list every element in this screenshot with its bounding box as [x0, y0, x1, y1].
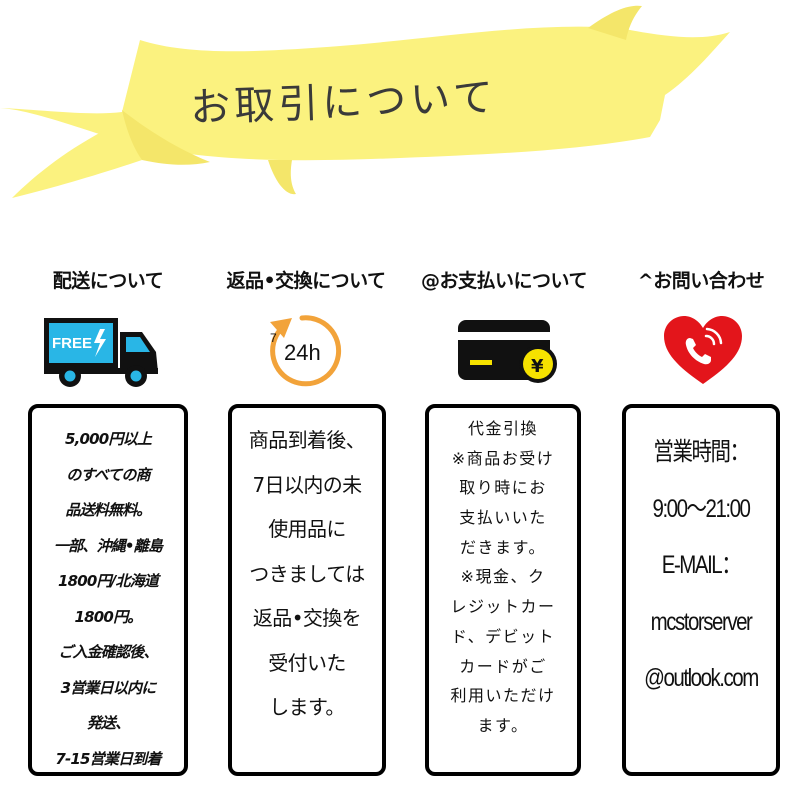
returns-line: 受付いた [268, 650, 346, 675]
ribbon-tail-right [268, 160, 296, 195]
returns-line: 使用品に [268, 517, 346, 541]
delivery-line: ご入金確認後、 [58, 643, 158, 661]
delivery-line: 発送、 [86, 714, 130, 732]
delivery-line: 1800円/北海道 [57, 572, 159, 590]
payment-line: だきます。 [460, 537, 546, 557]
payment-line: 利用いただけ [450, 686, 556, 706]
contact-line: 営業時間： [653, 438, 750, 466]
payment-line: 支払いいた [459, 508, 547, 528]
payment-line: ※現金、ク [460, 567, 546, 587]
clock-small-text: 7 [270, 331, 277, 345]
returns-line: 返品•交換を [252, 606, 362, 630]
delivery-line: のすべての商 [66, 465, 150, 484]
returns-line: 7日以内の未 [252, 472, 362, 497]
contact-line: 9:00～21:00 [652, 494, 751, 523]
clock-24h-text: 24h [284, 340, 321, 365]
contact-icon-wrap [660, 312, 746, 392]
payment-line: ます。 [477, 715, 529, 735]
heart-phone-icon [664, 316, 742, 384]
delivery-line: 品送料無料。 [65, 501, 151, 519]
payment-heading: @お支払いについて [421, 270, 587, 292]
payment-line: 代金引換 [467, 419, 538, 438]
ribbon-fold-left-shade [122, 110, 210, 165]
payment-line: ド、デビット [450, 626, 556, 646]
payment-info-box: 代金引換 ※商品お受け 取り時にお 支払いいた だきます。 ※現金、ク レジット… [425, 404, 581, 776]
delivery-line: 1800円。 [74, 607, 143, 626]
card-yen-icon: ¥ [458, 320, 557, 383]
delivery-heading: 配送について [52, 270, 164, 292]
returns-line: します。 [269, 695, 345, 719]
delivery-line: 一部、沖縄•離島 [53, 536, 163, 555]
payment-line: カードがご [459, 656, 547, 676]
returns-info-box: 商品到着後、 7日以内の未 使用品に つきましては 返品•交換を 受付いた しま… [228, 404, 386, 776]
ribbon-end-right [588, 5, 642, 41]
contact-line: @outlook.com [644, 664, 759, 692]
ribbon-shape [0, 26, 730, 161]
contact-line: mcstorserver [650, 607, 753, 636]
delivery-info-box: 5,000円以上 のすべての商 品送料無料。 一部、沖縄•離島 1800円/北海… [28, 404, 188, 776]
delivery-line: 7-15営業日到着 [55, 749, 161, 768]
clock-arrow-icon: 7 24h [270, 315, 342, 387]
payment-icon-wrap: ¥ [452, 312, 562, 392]
returns-heading: 返品•交換について [226, 270, 386, 292]
payment-line: レジットカー [450, 597, 556, 617]
contact-info-box: 営業時間： 9:00～21:00 E-MAIL： mcstorserver @o… [622, 404, 780, 776]
returns-line: 商品到着後、 [248, 428, 366, 452]
yen-coin-text: ¥ [531, 356, 544, 377]
returns-icon-wrap: 7 24h [262, 312, 352, 392]
delivery-truck-icon: FREE [44, 318, 158, 387]
delivery-line: 5,000円以上 [64, 430, 152, 448]
truck-free-text: FREE [52, 335, 92, 352]
payment-line: ※商品お受け [451, 448, 555, 468]
contact-heading: ^お問い合わせ [637, 270, 765, 292]
delivery-icon-wrap: FREE [42, 312, 162, 392]
ribbon-banner [0, 5, 730, 198]
ribbon-fold-left [12, 118, 142, 198]
contact-line: E-MAIL： [661, 551, 742, 579]
delivery-line: 3営業日以内に [60, 678, 157, 697]
payment-line: 取り時にお [459, 478, 547, 498]
returns-line: つきましては [249, 561, 365, 586]
